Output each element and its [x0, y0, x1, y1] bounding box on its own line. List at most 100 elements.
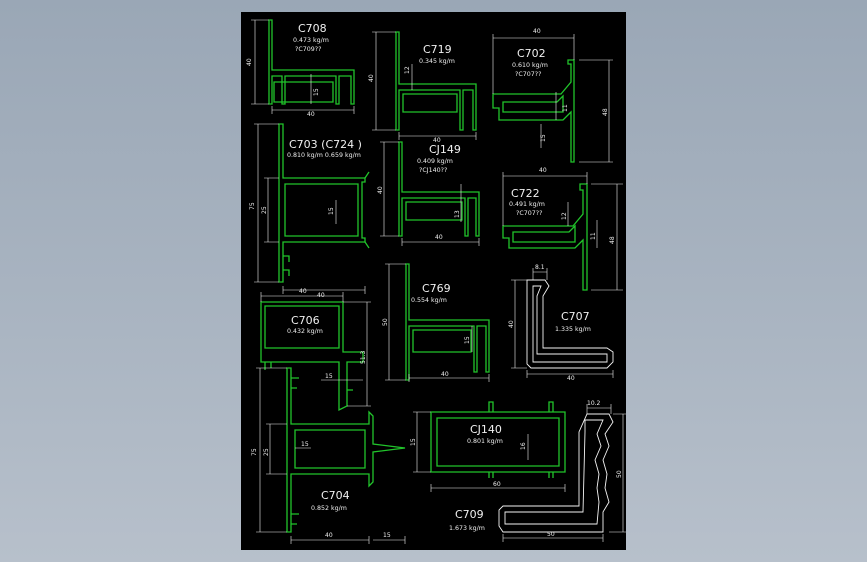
c709-name: C709 [455, 508, 484, 521]
c702-weight: 0.610 kg/m [512, 62, 548, 69]
profile-c708: C708 0.473 kg/m ?C709?? 40 15 40 [246, 19, 355, 118]
profile-c703: C703 (C724 ) 0.810 kg/m 0.659 kg/m 75 25… [249, 123, 370, 299]
c769-name: C769 [422, 282, 451, 295]
c706-name: C706 [291, 314, 320, 327]
c702-dim-width: 40 [533, 28, 541, 35]
c702-code: ?C707?? [515, 71, 541, 78]
c722-weight: 0.491 kg/m [509, 201, 545, 208]
c709-dim-width: 50 [547, 531, 555, 538]
cj149-name: CJ149 [429, 143, 461, 156]
c769-section [405, 263, 490, 381]
cj140-weight: 0.801 kg/m [467, 438, 503, 445]
c703-section [278, 123, 366, 283]
c719-dim-height: 40 [368, 74, 375, 82]
c704-dim-25: 25 [263, 448, 270, 456]
drawing-sheet: C708 0.473 kg/m ?C709?? 40 15 40 C719 0.… [241, 12, 626, 550]
profile-cj149: CJ149 0.409 kg/m ?CJ140?? 40 13 40 [377, 141, 480, 246]
c769-weight: 0.554 kg/m [411, 297, 447, 304]
c707-weight: 1.335 kg/m [555, 326, 591, 333]
c722-dim-12: 12 [561, 212, 568, 220]
c706-dim-height: 51.3 [360, 350, 367, 364]
c704-dim-lines [256, 367, 406, 544]
c708-dim-width: 40 [307, 111, 315, 118]
c769-dim-lines [385, 263, 490, 382]
c722-code: ?C707?? [516, 210, 542, 217]
c704-dim-15: 15 [301, 441, 309, 448]
c704-weight: 0.852 kg/m [311, 505, 347, 512]
c769-dim-15: 15 [464, 336, 471, 344]
c704-name: C704 [321, 489, 350, 502]
c703-dim-25: 25 [261, 206, 268, 214]
c709-section [498, 413, 614, 533]
c702-dim-height: 48 [602, 108, 609, 116]
profile-drawing: C708 0.473 kg/m ?C709?? 40 15 40 C719 0.… [246, 19, 626, 544]
profile-c769: C769 0.554 kg/m 50 15 40 [382, 263, 490, 382]
c719-name: C719 [423, 43, 452, 56]
c702-dim-15: 15 [540, 134, 547, 142]
profile-c719: C719 0.345 kg/m 40 12 40 [368, 31, 477, 144]
c709-weight: 1.673 kg/m [449, 525, 485, 532]
cj140-dim-16: 16 [520, 442, 527, 450]
c706-legs [264, 362, 353, 391]
c707-dim-top: 8.1 [535, 264, 545, 271]
c708-dim-15: 15 [313, 88, 320, 96]
c707-dim-height: 40 [508, 320, 515, 328]
c709-dim-lines [502, 404, 626, 542]
profile-c706: C706 0.432 kg/m 40 51.3 15 [260, 288, 371, 412]
cj140-dim-lines [413, 411, 566, 492]
c708-name: C708 [298, 22, 327, 35]
c703-name: C703 (C724 ) [289, 138, 362, 151]
c703-dim-width: 40 [317, 292, 325, 299]
c719-section [395, 31, 477, 131]
c769-dim-width: 40 [441, 371, 449, 378]
c704-section [286, 367, 406, 533]
c722-dim-height: 48 [609, 236, 616, 244]
c707-section [526, 279, 614, 369]
profile-c707: C707 1.335 kg/m 8.1 40 40 [508, 264, 614, 382]
cj140-lugs [488, 401, 554, 478]
c702-name: C702 [517, 47, 546, 60]
c707-dim-width: 40 [567, 375, 575, 382]
c706-dim-lines [260, 292, 371, 407]
c722-name: C722 [511, 187, 540, 200]
profile-c704: C704 0.852 kg/m 75 25 15 40 15 [251, 367, 406, 544]
c706-dim-15: 15 [325, 373, 333, 380]
c704-dim-width: 40 [325, 532, 333, 539]
c709-dim-top: 10.2 [587, 400, 601, 407]
cj149-weight: 0.409 kg/m [417, 158, 453, 165]
c719-dim-lines [372, 31, 477, 140]
c708-code: ?C709?? [295, 46, 321, 53]
cj149-dim-width: 40 [435, 234, 443, 241]
c703-clip [283, 171, 370, 276]
c719-weight: 0.345 kg/m [419, 58, 455, 65]
profile-c709: C709 1.673 kg/m 10.2 50 50 [449, 400, 626, 542]
c704-dim-right: 15 [383, 532, 391, 539]
c719-dim-width: 40 [433, 137, 441, 144]
cj140-dim-width: 60 [493, 481, 501, 488]
c704-clips [291, 377, 299, 525]
c707-name: C707 [561, 310, 590, 323]
c708-weight: 0.473 kg/m [293, 37, 329, 44]
cj140-section [430, 411, 566, 473]
c702-dim-lines [492, 34, 613, 163]
c706-dim-width: 40 [299, 288, 307, 295]
c708-dim-lines [251, 19, 355, 114]
c722-dim-width: 40 [539, 167, 547, 174]
c709-dim-height: 50 [616, 470, 623, 478]
c702-dim-11: 11 [562, 104, 569, 112]
c706-section [260, 301, 364, 412]
c707-dim-lines [511, 268, 614, 378]
profile-c722: C722 0.491 kg/m ?C707?? 40 12 11 48 [502, 167, 623, 291]
cj140-name: CJ140 [470, 423, 502, 436]
c704-dim-height: 75 [251, 448, 258, 456]
c703-dim-15: 15 [328, 207, 335, 215]
c722-dim-lines [502, 172, 623, 291]
cj149-section [398, 141, 480, 237]
cj149-code: ?CJ140?? [419, 167, 447, 174]
c703-weight: 0.810 kg/m 0.659 kg/m [287, 152, 361, 159]
cj149-dim-lines [380, 141, 480, 246]
cj149-dim-height: 40 [377, 186, 384, 194]
c769-dim-height: 50 [382, 318, 389, 326]
c708-dim-height: 40 [246, 58, 253, 66]
cj149-dim-13: 13 [454, 210, 461, 218]
